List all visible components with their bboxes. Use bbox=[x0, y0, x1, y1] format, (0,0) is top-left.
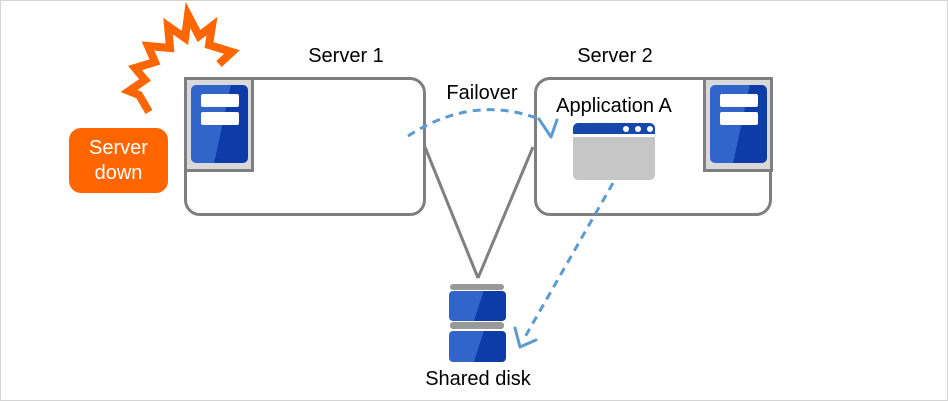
app-window-icon bbox=[573, 123, 655, 180]
disk-segment bbox=[449, 291, 506, 321]
failover-arrow bbox=[407, 108, 540, 138]
connector-server2-to-disk bbox=[476, 146, 535, 279]
disk-platter-bar bbox=[450, 284, 504, 290]
window-dot-icon bbox=[623, 125, 629, 132]
window-titlebar bbox=[573, 123, 655, 134]
connector-server1-to-disk bbox=[423, 146, 480, 279]
shared-disk-label: Shared disk bbox=[425, 368, 531, 390]
server-slot bbox=[201, 112, 239, 125]
server2-tower-icon bbox=[703, 77, 773, 172]
badge-line2: down bbox=[94, 161, 143, 184]
server-icon bbox=[710, 85, 767, 163]
badge-line1: Server bbox=[89, 136, 148, 159]
server-icon bbox=[191, 85, 248, 163]
application-label: Application A bbox=[556, 95, 672, 117]
app-to-disk-arrowhead-icon bbox=[513, 326, 538, 349]
server1-label: Server 1 bbox=[308, 45, 384, 67]
server-slot bbox=[720, 94, 758, 107]
disk-platter-bar bbox=[450, 322, 504, 329]
disk-segment bbox=[449, 331, 506, 362]
server-slot bbox=[201, 94, 239, 107]
server2-label: Server 2 bbox=[577, 45, 653, 67]
failover-label: Failover bbox=[446, 82, 518, 104]
window-dot-icon bbox=[647, 125, 653, 132]
server1-tower-icon bbox=[184, 77, 254, 172]
server-slot bbox=[720, 112, 758, 125]
server-down-badge: Server down bbox=[69, 128, 168, 193]
shared-disk-icon bbox=[449, 284, 506, 362]
window-body bbox=[573, 137, 655, 180]
window-dot-icon bbox=[635, 125, 641, 132]
